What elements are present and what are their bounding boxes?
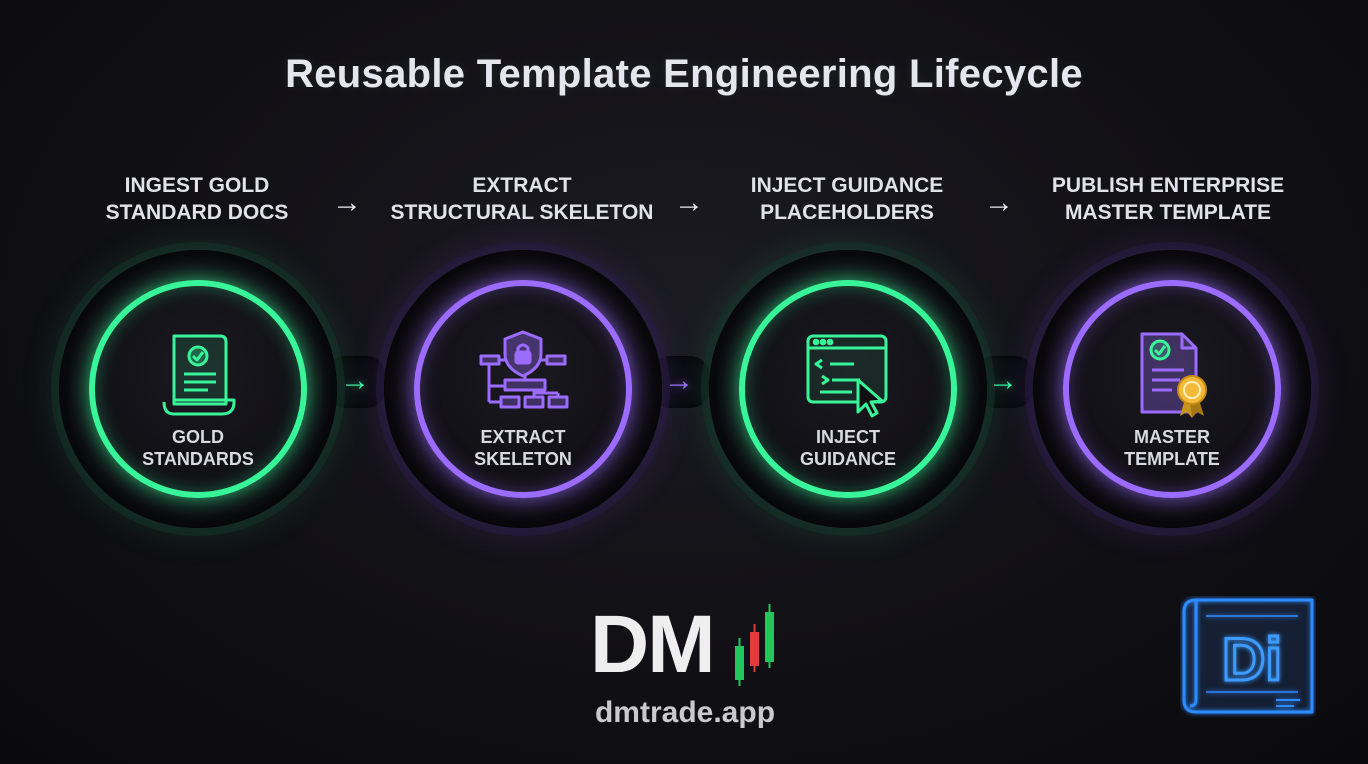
brand-logo-text: DM [590, 599, 716, 690]
diagram-title: Reusable Template Engineering Lifecycle [285, 52, 1083, 96]
step-label-extract: EXTRACT STRUCTURAL SKELETON [390, 174, 654, 224]
corner-logo-text: Di [1222, 626, 1282, 693]
blueprint-di-logo-icon: Di [1182, 598, 1314, 714]
node-label-master-template: MASTER TEMPLATE [1124, 427, 1220, 469]
step-label-inject: INJECT GUIDANCE PLACEHOLDERS [750, 174, 944, 224]
step-arrow-3: → [984, 186, 1014, 219]
code-window-cursor-icon [806, 334, 888, 418]
node-label-extract-skeleton: EXTRACT SKELETON [474, 427, 572, 469]
link-arrow-3: → [988, 364, 1018, 397]
link-arrow-2: → [664, 364, 694, 397]
link-arrow-1: → [340, 364, 370, 397]
node-extract-skeleton: EXTRACT SKELETON [384, 250, 662, 528]
shield-hierarchy-icon [479, 330, 569, 409]
step-label-ingest: INGEST GOLD STANDARD DOCS [105, 174, 289, 224]
brand-url: dmtrade.app [594, 696, 776, 729]
node-label-inject-guidance: INJECT GUIDANCE [799, 427, 896, 469]
document-award-icon [1140, 332, 1207, 418]
node-label-gold-standards: GOLD STANDARDS [142, 427, 254, 469]
brand-chart-bars-icon [735, 604, 774, 686]
step-arrow-1: → [332, 186, 362, 219]
step-label-publish: PUBLISH ENTERPRISE MASTER TEMPLATE [1051, 174, 1285, 224]
node-inject-guidance: INJECT GUIDANCE [709, 250, 987, 528]
certificate-scroll-icon [162, 334, 236, 416]
node-master-template: MASTER TEMPLATE [1033, 250, 1311, 528]
step-arrow-2: → [674, 186, 704, 219]
node-gold-standards: GOLD STANDARDS [59, 250, 337, 528]
